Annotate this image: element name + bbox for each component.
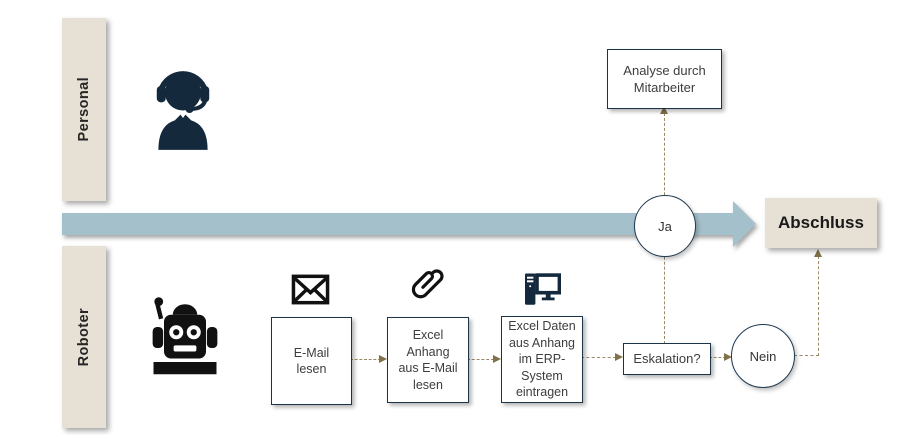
node-excel-daten-label: Excel Daten aus Anhang im ERP-System ein… [508,319,576,400]
arrowhead-analyse [660,106,668,114]
computer-icon [525,273,561,305]
lane-personal-label: Personal [76,77,92,142]
node-eskalation-label: Eskalation? [633,351,701,367]
paperclip-icon [411,269,444,299]
arrowhead-abschluss [814,249,822,257]
decision-nein: Nein [731,324,795,388]
decision-nein-label: Nein [749,348,777,364]
lane-roboter-label: Roboter [76,307,92,367]
node-eskalation: Eskalation? [623,343,711,375]
arrowhead-daten [493,355,501,363]
connector-nein-elbow-h [794,355,819,356]
connector-email-to-anhang [350,359,381,360]
node-analyse-label: Analyse durch Mitarbeiter [623,62,706,95]
node-email-lesen: E-Mail lesen [271,317,352,405]
node-excel-anhang-label: Excel Anhang aus E-Mail lesen [398,328,458,392]
arrowhead-anhang [379,355,387,363]
envelope-icon [291,274,330,305]
lane-roboter: Roboter [62,246,106,428]
node-analyse: Analyse durch Mitarbeiter [607,49,722,109]
node-abschluss: Abschluss [765,198,877,248]
arrowhead-nein [724,353,732,361]
arrowhead-eskalation [615,353,623,361]
robot-icon [152,297,218,375]
node-email-lesen-label: E-Mail lesen [293,345,330,377]
lane-personal: Personal [62,18,106,201]
support-agent-icon [156,71,210,150]
node-abschluss-label: Abschluss [778,213,864,232]
decision-ja-label: Ja [658,218,672,234]
timeline-arrow [62,201,756,247]
connector-daten-to-eskalation [581,357,616,358]
node-excel-daten: Excel Daten aus Anhang im ERP-System ein… [501,316,583,403]
connector-anhang-to-daten [467,359,494,360]
connector-eskalation-to-nein [709,357,726,358]
decision-ja: Ja [634,195,696,257]
node-excel-anhang: Excel Anhang aus E-Mail lesen [387,317,469,403]
connector-nein-elbow-v [818,256,819,356]
